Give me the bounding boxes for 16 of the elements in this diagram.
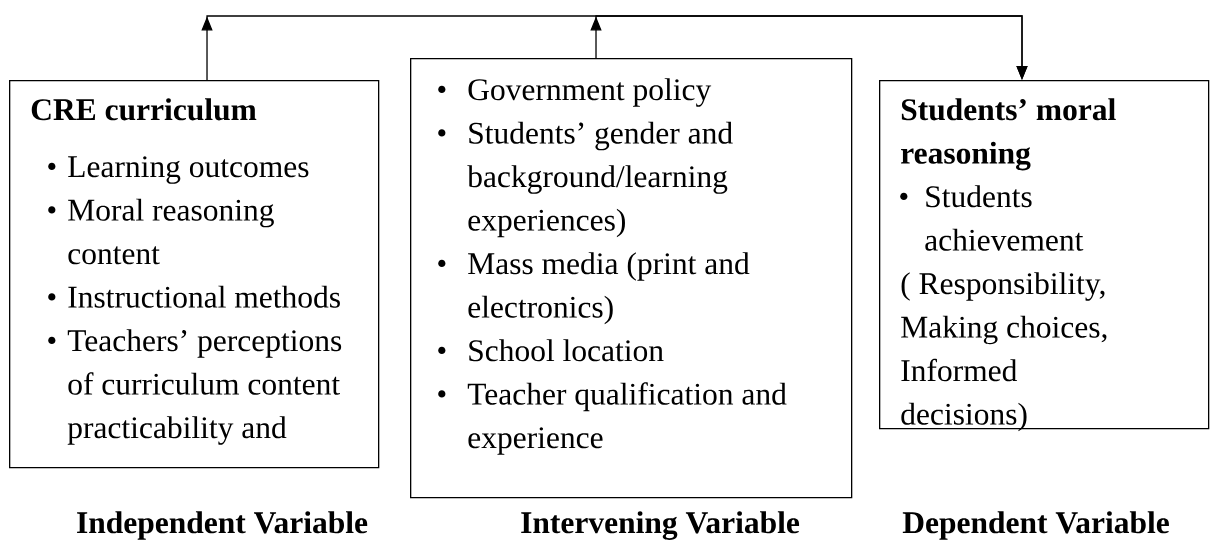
node-label: Instructional methods — [68, 285, 340, 308]
node-label: CRE curriculum — [31, 98, 257, 121]
node-label: Students’ gender and background/learning experiences) — [467, 121, 733, 238]
text-box: Government policy Students’ gender and background/learning experiences) Mass media (print and electronics) School location Teacher qualification and experience — [410, 58, 853, 499]
variable-label: Intervening Variable — [521, 511, 800, 540]
node-label: Teachers’ perceptions of curriculum content practicability and — [67, 329, 342, 445]
node-label: Government policy — [468, 78, 712, 107]
node-label: Learning outcomes — [68, 156, 309, 184]
node-label: Moral reasoning content — [68, 198, 274, 265]
variable-label: Independent Variable — [77, 511, 368, 540]
node-label: Teacher qualification and experience — [467, 382, 787, 455]
node-label: Mass media (print and electronics) — [468, 252, 750, 325]
text-box: Students’ moral reasoning Students achievement ( Responsibility, Making choices, Informed decisions) — [879, 80, 1210, 432]
node-label: School location — [469, 339, 664, 362]
text-box: CRE curriculum Learning outcomes Moral reasoning content Instructional methods Teachers’ perceptions of curriculum content practicability and — [9, 80, 380, 469]
variable-label: Dependent Variable — [902, 511, 1169, 540]
